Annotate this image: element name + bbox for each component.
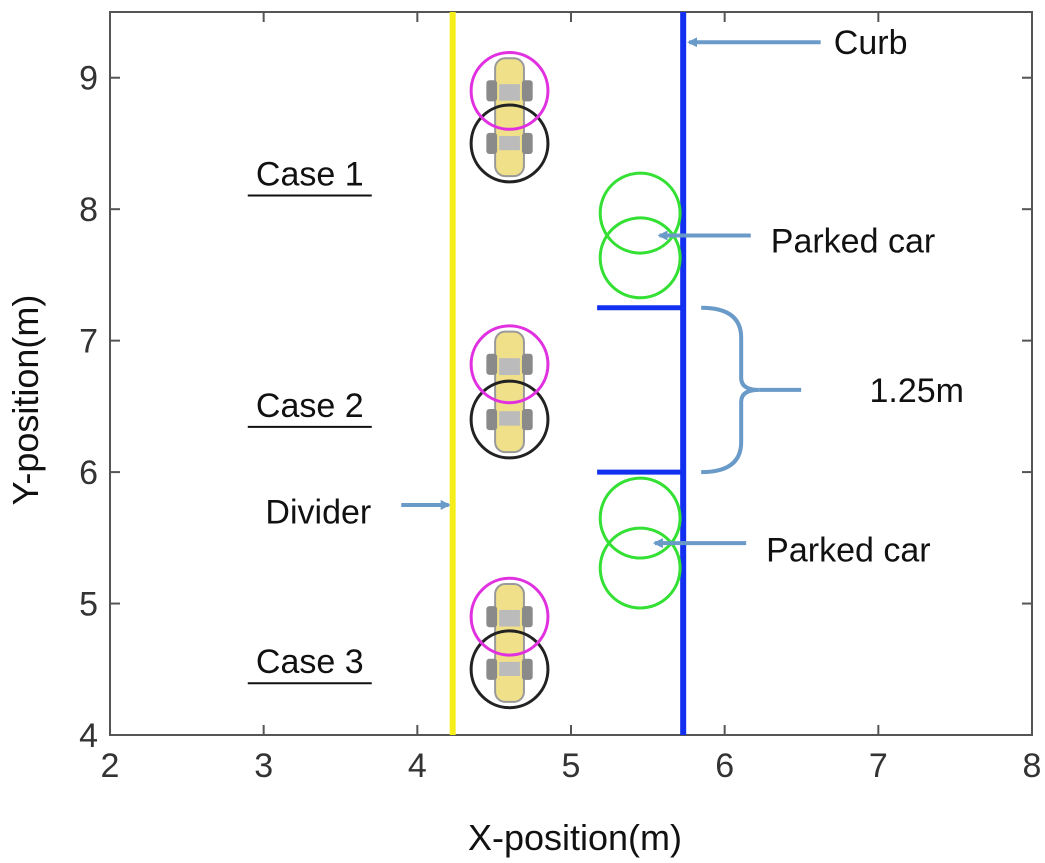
divider-label: Divider [265,494,371,532]
x-tick-label-3: 3 [254,747,273,785]
case-2-vehicle [469,324,550,460]
parked-car-2-circle-1 [598,476,682,560]
x-tick-label-8: 8 [1023,747,1042,785]
wheel-right-1 [521,353,533,375]
parked-car-layer [598,171,682,610]
axis-tick-labels: 2 3 4 5 6 7 8 4 5 6 7 8 9 [79,60,1041,785]
y-tick-label-8: 8 [79,191,98,229]
car-body [494,57,525,178]
wheel-right-2 [521,658,533,680]
vehicle-rear-circle [469,379,550,460]
vehicle-rear-circle [469,103,550,184]
wheel-left-2 [486,132,498,155]
x-axis-title: X-position(m) [468,817,682,858]
vehicle-front-circle [469,576,550,657]
vehicle-layer [469,50,550,710]
wheel-left-1 [486,80,498,102]
wheel-right-2 [521,132,533,155]
x-tick-label-2: 2 [101,747,120,785]
parked-car-1-circle-2 [598,216,682,300]
vehicle-front-circle [469,324,550,405]
case-label-2: Case 2 [256,387,364,425]
plot-area [109,11,1033,736]
y-tick-label-5: 5 [79,586,98,624]
parked-car-2-circle-2 [598,526,682,610]
axis-ticks [109,12,1033,736]
x-tick-label-6: 6 [715,747,734,785]
parked-car-label-2: Parked car [766,532,930,570]
car-windshield [499,609,520,627]
car-body [494,330,525,454]
x-tick-label-4: 4 [408,747,427,785]
curb-label: Curb [834,24,908,62]
car-windshield [499,84,520,101]
car-rear-window [499,661,520,676]
case-1-vehicle [469,50,550,184]
case-3-vehicle [469,576,550,710]
case-label-3: Case 3 [256,643,364,681]
vehicle-rear-circle [469,629,550,710]
y-tick-label-9: 9 [79,60,98,98]
wheel-right-1 [521,606,533,628]
parked-car-label-1: Parked car [771,223,935,261]
x-tick-label-7: 7 [869,747,888,785]
car-rear-window [499,411,520,426]
x-tick-label-5: 5 [562,747,581,785]
y-axis-title: Y-position(m) [5,295,46,506]
wheel-left-2 [486,408,498,431]
car-rear-window [499,136,520,151]
wheel-right-2 [521,408,533,431]
y-tick-label-6: 6 [79,454,98,492]
wheel-left-1 [486,606,498,628]
wheel-right-1 [521,80,533,102]
gap-label: 1.25m [870,372,965,410]
wheel-left-1 [486,353,498,375]
parked-car-1-circle-1 [598,171,682,255]
car-body [494,583,525,703]
y-tick-label-4: 4 [79,717,98,755]
curb-layer [597,12,687,735]
car-windshield [499,358,520,376]
vehicle-front-circle [469,50,550,131]
wheel-left-2 [486,658,498,680]
case-label-1: Case 1 [256,156,364,194]
y-tick-label-7: 7 [79,323,98,361]
